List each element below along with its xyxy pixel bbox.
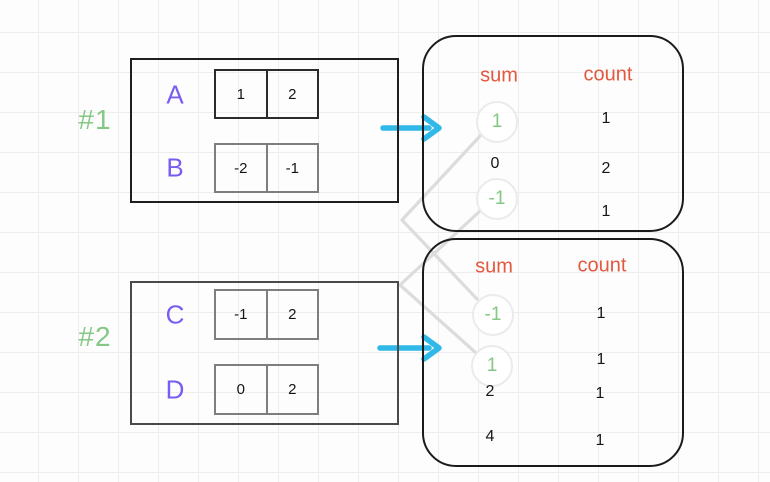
- group-2-box: C -1 2 D 0 2: [130, 281, 399, 425]
- array-cell: 2: [265, 366, 318, 413]
- array-cell: 2: [265, 71, 318, 117]
- count-value: 1: [596, 305, 606, 322]
- sum-value: 4: [485, 428, 495, 445]
- result-panel-1: sum count 1 1 0 2 -1 1: [422, 35, 684, 232]
- array-cell: 2: [265, 291, 318, 338]
- array-cell: 0: [236, 381, 245, 398]
- array-a-label: A: [166, 79, 184, 110]
- array-c-cells: -1 2: [214, 289, 319, 340]
- group-2-label: #2: [78, 321, 112, 352]
- count-value: 1: [595, 432, 605, 449]
- sum-value: 2: [485, 383, 495, 400]
- count-value: 1: [601, 203, 611, 220]
- array-cell: -1: [265, 145, 318, 191]
- group-1-label: #1: [78, 104, 112, 135]
- array-c-label: C: [165, 299, 185, 330]
- count-value: 1: [601, 110, 611, 127]
- array-a-cells: 1 2: [214, 69, 319, 119]
- highlighted-sum-value: -1: [476, 178, 518, 220]
- count-value: 2: [601, 160, 611, 177]
- group-1-box: A 1 2 B -2 -1: [130, 58, 399, 203]
- array-d-cells: 0 2: [214, 364, 319, 415]
- array-d-label: D: [165, 374, 185, 405]
- count-value: 1: [595, 385, 605, 402]
- array-cell: -2: [234, 159, 248, 177]
- result-panel-2: sum count -1 1 1 1 2 1 4 1: [422, 238, 684, 467]
- highlighted-sum-value: 1: [471, 345, 513, 387]
- sum-column-header: sum: [480, 64, 518, 87]
- sum-column-header: sum: [475, 255, 513, 278]
- count-value: 1: [596, 351, 606, 368]
- array-b-cells: -2 -1: [214, 143, 319, 193]
- array-cell: 1: [236, 85, 245, 103]
- array-cell: -1: [234, 306, 248, 323]
- highlighted-sum-value: -1: [472, 294, 514, 336]
- count-column-header: count: [583, 63, 633, 86]
- sum-value: 0: [490, 155, 500, 172]
- highlighted-sum-value: 1: [476, 101, 518, 143]
- count-column-header: count: [577, 254, 627, 277]
- array-b-label: B: [166, 152, 184, 183]
